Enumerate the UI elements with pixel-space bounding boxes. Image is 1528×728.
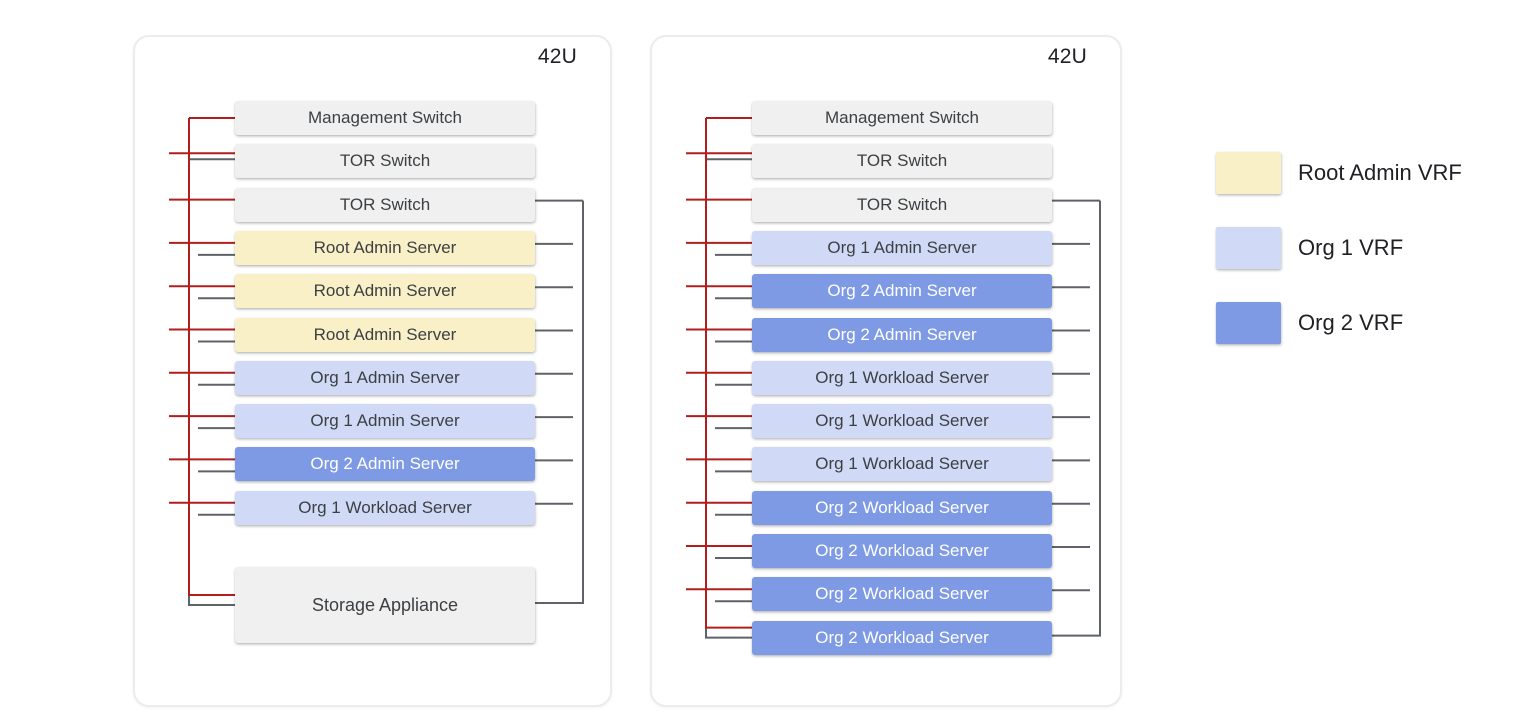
legend-label: Root Admin VRF	[1298, 160, 1462, 185]
rack-2-capacity-label: 42U	[1047, 45, 1087, 68]
org2-vrf-color-swatch	[1216, 302, 1281, 344]
rack-unit-org-2-workload-server: Org 2 Workload Server	[752, 490, 1052, 525]
rack-unit-tor-switch: TOR Switch	[235, 187, 535, 222]
rack-2-cabling	[686, 117, 1101, 639]
rack-unit-org-2-workload-server: Org 2 Workload Server	[752, 534, 1052, 568]
legend-item-org-2-vrf: Org 2 VRF	[1216, 302, 1403, 344]
rack-unit-root-admin-server: Root Admin Server	[235, 274, 535, 309]
vrf-legend: Root Admin VRF Org 1 VRF Org 2 VRF	[1216, 152, 1516, 352]
rack-1-cabling	[169, 117, 584, 606]
rack-unit-org-2-admin-server: Org 2 Admin Server	[752, 317, 1052, 352]
rack-1-capacity-label: 42U	[537, 45, 577, 68]
org1-vrf-color-swatch	[1216, 227, 1281, 269]
rack-unit-org-1-workload-server: Org 1 Workload Server	[752, 447, 1052, 482]
rack-unit-org-1-workload-server: Org 1 Workload Server	[752, 360, 1052, 395]
rack-unit-root-admin-server: Root Admin Server	[235, 317, 535, 352]
rack-unit-org-2-admin-server: Org 2 Admin Server	[752, 274, 1052, 309]
rack-unit-org-1-workload-server: Org 1 Workload Server	[752, 404, 1052, 439]
rack-unit-management-switch: Management Switch	[235, 101, 535, 135]
rack-unit-org-1-admin-server: Org 1 Admin Server	[235, 404, 535, 439]
rack-unit-org-1-admin-server: Org 1 Admin Server	[235, 360, 535, 395]
legend-item-root-admin-vrf: Root Admin VRF	[1216, 152, 1462, 194]
legend-item-org-1-vrf: Org 1 VRF	[1216, 227, 1403, 269]
rack-unit-org-2-admin-server: Org 2 Admin Server	[235, 447, 535, 482]
legend-label: Org 2 VRF	[1298, 310, 1404, 335]
rack-unit-tor-switch: TOR Switch	[235, 144, 535, 179]
rack-unit-org-1-workload-server: Org 1 Workload Server	[235, 490, 535, 525]
rack-unit-root-admin-server: Root Admin Server	[235, 230, 535, 265]
rack-unit-management-switch: Management Switch	[752, 101, 1052, 135]
rack-unit-org-1-admin-server: Org 1 Admin Server	[752, 230, 1052, 265]
root-vrf-color-swatch	[1216, 152, 1281, 194]
rack-unit-org-2-workload-server: Org 2 Workload Server	[752, 577, 1052, 612]
rack-unit-tor-switch: TOR Switch	[752, 187, 1052, 222]
legend-label: Org 1 VRF	[1298, 235, 1404, 260]
rack-unit-org-2-workload-server: Org 2 Workload Server	[752, 620, 1052, 655]
rack-unit-tor-switch: TOR Switch	[752, 144, 1052, 179]
rack-unit-storage-appliance: Storage Appliance	[235, 567, 535, 643]
